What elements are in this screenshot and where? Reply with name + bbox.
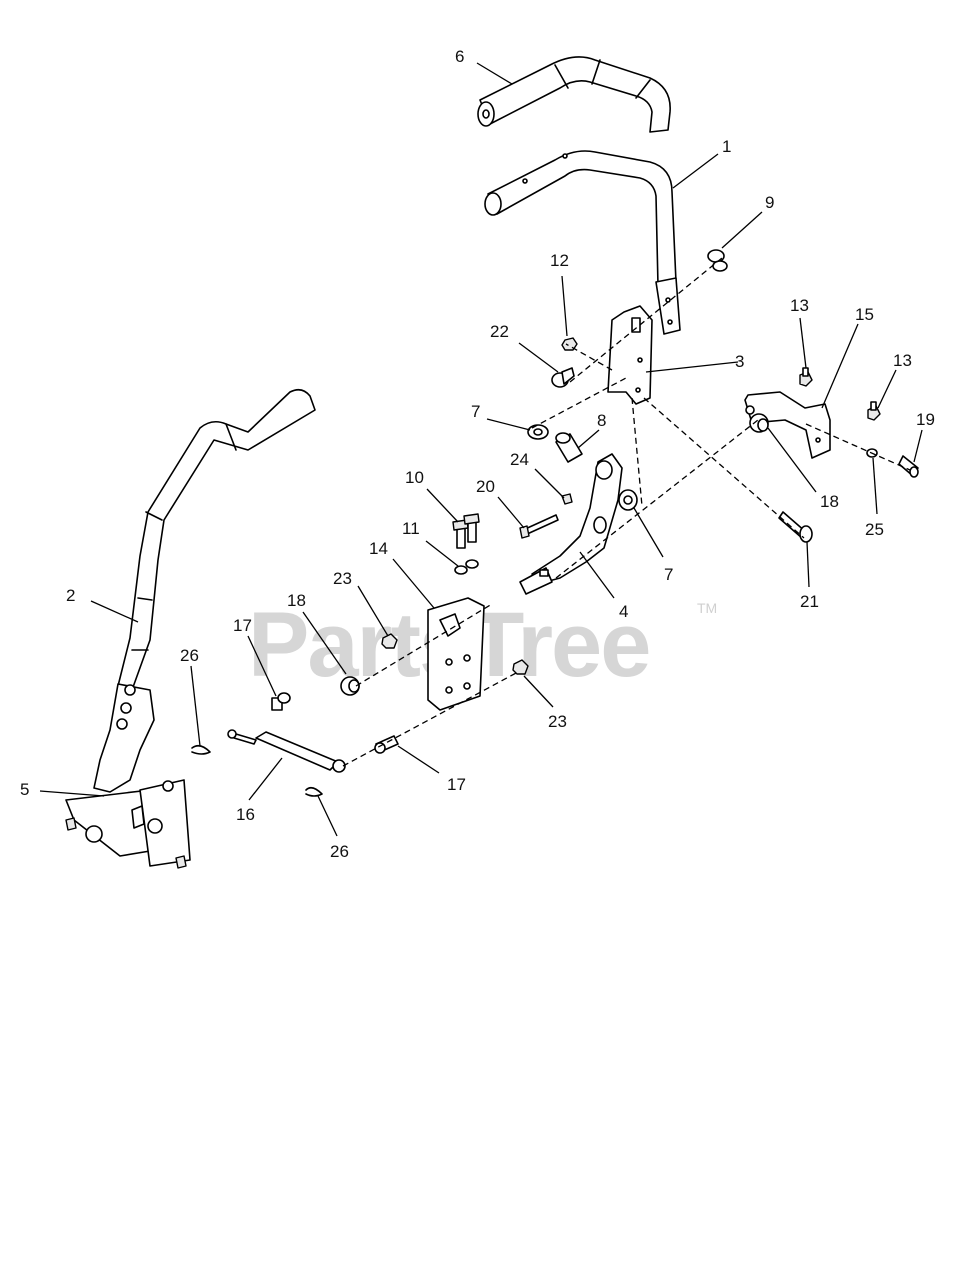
part-17-ball-stud-left [271, 692, 291, 711]
callout-23b: 23 [548, 712, 567, 731]
callout-14: 14 [369, 539, 388, 558]
callout-2: 2 [66, 586, 75, 605]
callout-13a: 13 [790, 296, 809, 315]
callout-labels: 6 1 9 12 13 15 22 3 13 7 8 19 24 10 20 1… [20, 47, 935, 861]
part-26-hairpin-b [305, 786, 323, 797]
callout-9: 9 [765, 193, 774, 212]
callout-21: 21 [800, 592, 819, 611]
part-8-spacer [555, 432, 583, 463]
part-17-ball-stud-right [374, 735, 399, 754]
callout-26b: 26 [330, 842, 349, 861]
callout-18b: 18 [820, 492, 839, 511]
watermark-trademark: TM [697, 600, 717, 616]
part-18-bushing-right [749, 413, 769, 433]
assembly-lines [342, 257, 911, 767]
part-4-pivot-arm [519, 453, 623, 595]
callout-25: 25 [865, 520, 884, 539]
callout-8: 8 [597, 411, 606, 430]
callout-12: 12 [550, 251, 569, 270]
part-24-nut [561, 493, 573, 505]
part-12-nut [561, 337, 578, 351]
part-7-washer-b [618, 489, 638, 511]
part-11-washers [454, 559, 479, 575]
callout-6: 6 [455, 47, 464, 66]
callout-22: 22 [490, 322, 509, 341]
part-5-base-assembly [65, 683, 191, 869]
part-3-mount-plate [607, 305, 653, 405]
callout-15: 15 [855, 305, 874, 324]
part-21-clevis-pin [778, 511, 813, 543]
part-13-bolt-a [799, 367, 813, 387]
callout-10: 10 [405, 468, 424, 487]
part-13-bolt-b [867, 401, 881, 421]
leader-lines [39, 62, 923, 837]
callout-16: 16 [236, 805, 255, 824]
part-7-washer-a [527, 424, 549, 440]
part-23-nut-a [381, 633, 398, 649]
callout-3: 3 [735, 352, 744, 371]
callout-4: 4 [619, 602, 628, 621]
part-20-bolt [519, 514, 559, 539]
callout-11: 11 [402, 519, 420, 538]
part-22-shoulder-bolt [551, 367, 575, 388]
callout-19: 19 [916, 410, 935, 429]
callout-7b: 7 [664, 565, 673, 584]
callout-24: 24 [510, 450, 529, 469]
callout-18a: 18 [287, 591, 306, 610]
part-16-gas-spring [227, 729, 346, 773]
part-19-pin [898, 455, 919, 478]
part-6-handle-grip [477, 56, 671, 133]
callout-17a: 17 [233, 616, 252, 635]
part-15-right-bracket [744, 391, 831, 459]
part-26-hairpin-a [191, 744, 211, 755]
callout-23a: 23 [333, 569, 352, 588]
callout-5: 5 [20, 780, 29, 799]
part-10-bolts [452, 513, 480, 549]
callout-7a: 7 [471, 402, 480, 421]
part-1-upper-lever [484, 150, 681, 335]
callout-26a: 26 [180, 646, 199, 665]
part-23-nut-b [512, 659, 529, 675]
callout-1: 1 [722, 137, 731, 156]
part-18-bushing-left [340, 676, 360, 696]
callout-17b: 17 [447, 775, 466, 794]
callout-20: 20 [476, 477, 495, 496]
callout-13b: 13 [893, 351, 912, 370]
part-14-bracket [427, 597, 485, 711]
